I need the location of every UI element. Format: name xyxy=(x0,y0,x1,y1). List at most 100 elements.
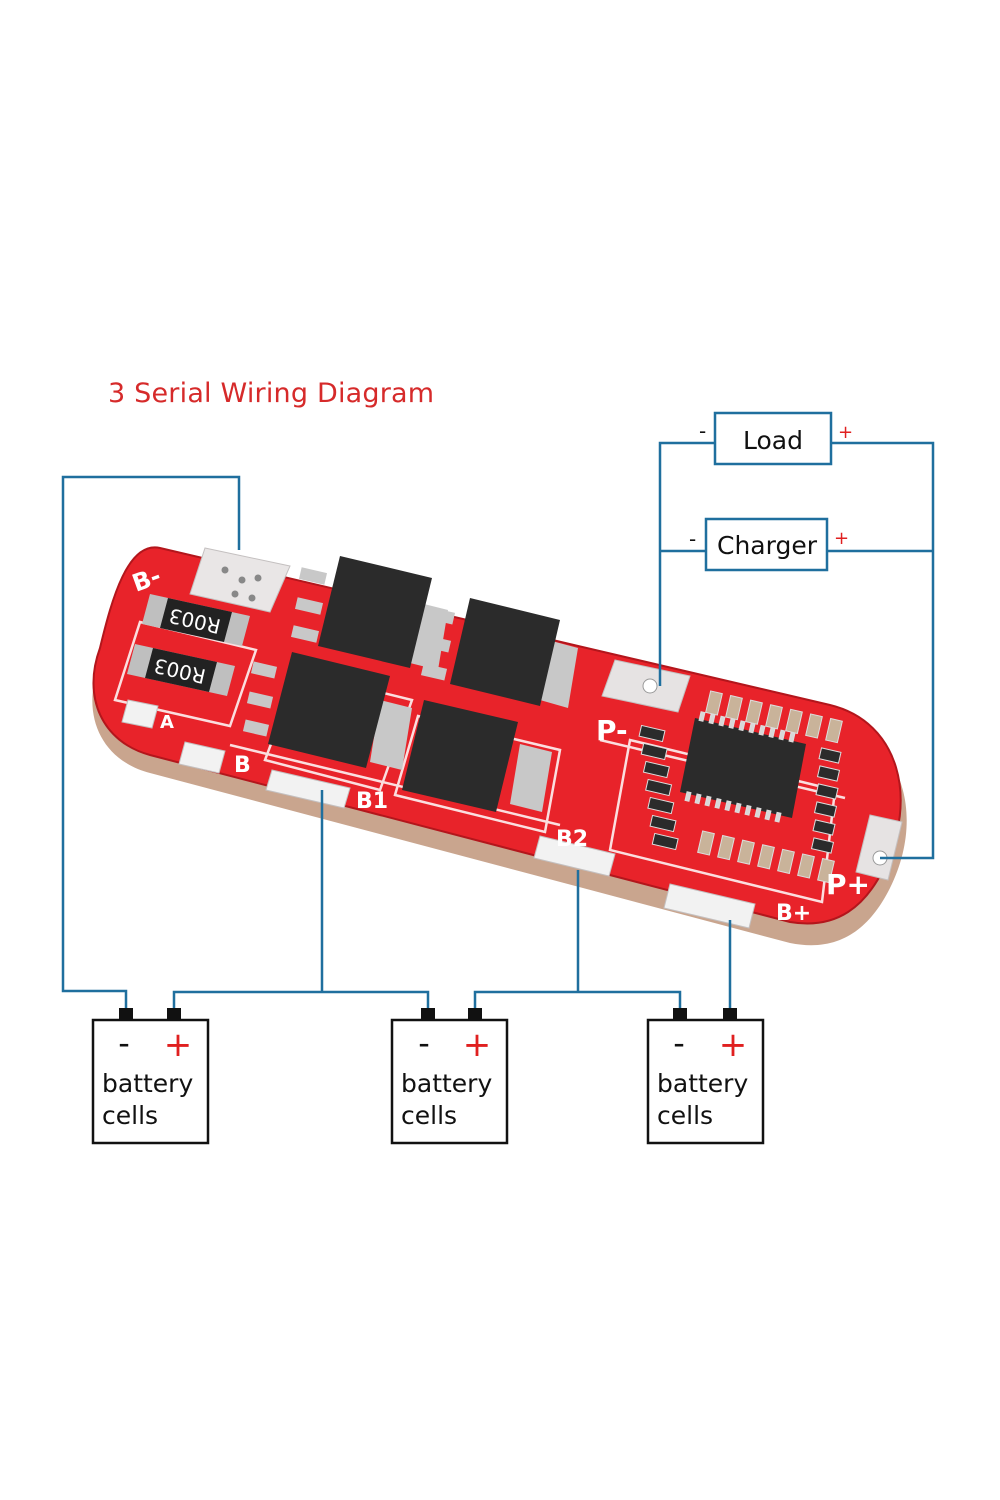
charger-plus: + xyxy=(834,528,849,549)
ic-pin xyxy=(694,793,702,805)
ic-pin xyxy=(758,724,766,736)
load-label: Load xyxy=(743,426,803,455)
mosfets xyxy=(242,556,578,812)
battery-cell-3: - + battery cells xyxy=(646,1008,765,1145)
cell-1-plus: + xyxy=(164,1025,193,1065)
smd-res-left xyxy=(647,796,675,815)
charger-label: Charger xyxy=(717,531,818,560)
ic-pin xyxy=(738,720,746,732)
battery-cell-1: - + battery cells xyxy=(91,1008,210,1145)
cell-1-line1: battery xyxy=(102,1069,193,1098)
cell-2-plus-terminal xyxy=(468,1008,482,1021)
cell-1-plus-terminal xyxy=(167,1008,181,1021)
smd-cap-bottom xyxy=(777,848,795,875)
ic-pin xyxy=(684,791,692,802)
smd-cap-bottom xyxy=(817,857,835,884)
charger-minus: - xyxy=(689,527,696,551)
ic-pin xyxy=(744,804,752,816)
ic-pin xyxy=(734,802,742,814)
wire-b-minus xyxy=(61,475,241,1008)
label-b-plus: B+ xyxy=(776,901,811,926)
smd-res-left xyxy=(651,832,679,851)
smd-cap-bottom xyxy=(797,853,815,879)
charger-box: Charger - + xyxy=(689,517,849,572)
ic-pin xyxy=(748,722,756,734)
cell-3-minus-terminal xyxy=(673,1008,687,1021)
pad-b2 xyxy=(533,835,616,877)
mosfet-4 xyxy=(402,700,552,812)
ic-pin xyxy=(718,715,726,727)
smd-res-right xyxy=(816,765,841,782)
label-b1: B1 xyxy=(356,789,388,814)
wire-p-minus xyxy=(658,441,716,686)
battery-cell-2: - + battery cells xyxy=(390,1008,509,1145)
resistor-2: R003 xyxy=(127,644,235,696)
wire-cell1-cell2 xyxy=(172,990,430,1008)
cell-1-line2: cells xyxy=(102,1101,158,1130)
ic-pin xyxy=(708,713,716,725)
smd-parts xyxy=(638,690,843,884)
smd-res-left xyxy=(638,724,666,743)
smd-cap-top xyxy=(805,713,823,739)
ic-pin xyxy=(788,731,796,743)
smd-res-right xyxy=(813,801,838,818)
smd-res-right xyxy=(810,837,835,854)
pad-b-plus xyxy=(663,883,756,929)
smd-res-right xyxy=(815,783,839,800)
wire-p-plus xyxy=(830,441,935,860)
bms-board: R003 R003 xyxy=(92,546,907,946)
ic-pin xyxy=(778,729,786,741)
load-minus: - xyxy=(699,419,706,443)
protection-ic xyxy=(680,718,806,818)
wires xyxy=(61,441,935,1008)
label-p-minus: P- xyxy=(596,714,628,747)
label-b2: B2 xyxy=(556,827,588,852)
pad-a xyxy=(121,699,159,729)
ic-pin xyxy=(764,809,772,821)
mosfet-2 xyxy=(420,598,578,708)
cell-2-line2: cells xyxy=(401,1101,457,1130)
label-p-plus: P+ xyxy=(826,868,870,901)
smd-cap-bottom xyxy=(737,839,755,865)
smd-cap-bottom xyxy=(757,844,775,870)
load-box: Load - + xyxy=(699,411,853,466)
cell-1-minus-terminal xyxy=(119,1008,133,1021)
smd-res-left xyxy=(645,778,673,797)
smd-res-right xyxy=(812,819,836,836)
smd-res-left xyxy=(640,742,668,761)
pad-b1 xyxy=(265,769,351,809)
cell-2-minus: - xyxy=(418,1024,430,1062)
wire-cell2-cell3 xyxy=(473,990,682,1008)
label-a: A xyxy=(160,712,174,733)
smd-cap-top xyxy=(825,717,843,744)
ic-pin xyxy=(768,727,776,739)
label-b: B xyxy=(234,753,251,778)
smd-res-left xyxy=(642,760,670,779)
smd-cap-bottom xyxy=(697,830,715,856)
cell-3-line2: cells xyxy=(657,1101,713,1130)
p-minus-pad xyxy=(601,659,691,713)
mosfet-1 xyxy=(290,556,448,670)
mosfet-3 xyxy=(242,652,412,770)
smd-res-right xyxy=(818,747,842,764)
smd-res-left xyxy=(649,814,677,833)
cell-3-plus: + xyxy=(719,1025,748,1065)
ic-pin xyxy=(714,797,722,809)
smd-cap-bottom xyxy=(717,834,735,861)
ic-pin xyxy=(724,800,732,812)
ic-pin xyxy=(698,711,706,722)
b-minus-pad xyxy=(189,547,291,613)
cell-1-minus: - xyxy=(118,1024,130,1062)
pad-b xyxy=(178,741,226,774)
ic-pin xyxy=(728,717,736,729)
cell-2-plus: + xyxy=(463,1025,492,1065)
cell-3-minus: - xyxy=(673,1024,685,1062)
cell-2-line1: battery xyxy=(401,1069,492,1098)
ic-pin xyxy=(704,795,712,807)
cell-2-minus-terminal xyxy=(421,1008,435,1021)
cell-3-plus-terminal xyxy=(723,1008,737,1021)
diagram-title: 3 Serial Wiring Diagram xyxy=(108,378,435,409)
ic-pin xyxy=(774,811,782,823)
